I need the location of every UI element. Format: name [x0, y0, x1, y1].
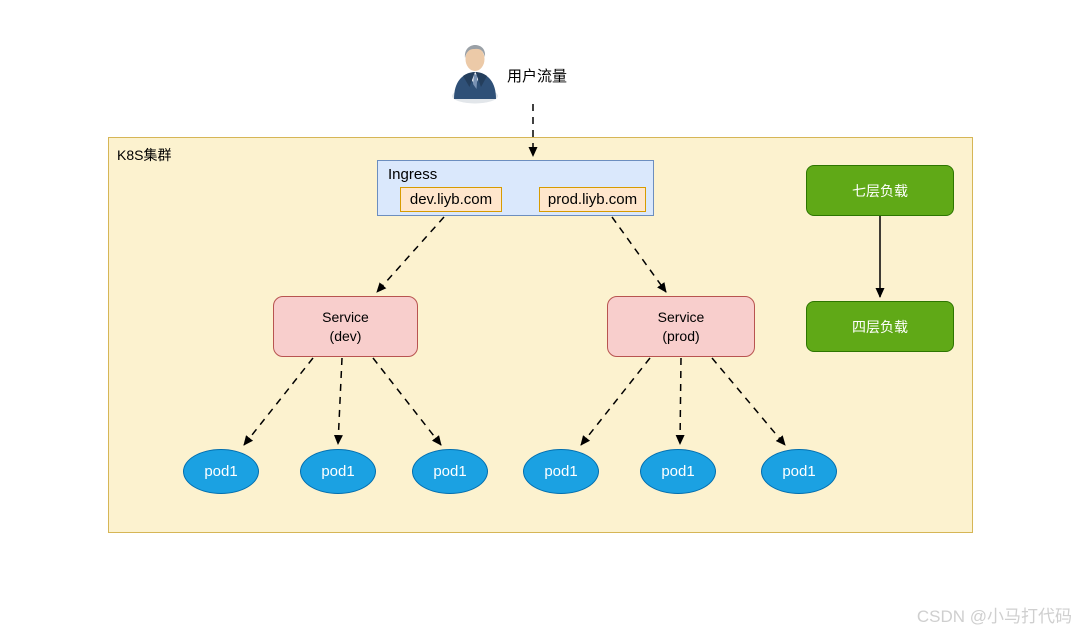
csdn-watermark: CSDN @小马打代码: [916, 607, 1072, 626]
ingress-title: Ingress: [388, 166, 438, 183]
k8s-cluster-label: K8S集群: [117, 147, 172, 163]
service-dev-env: (dev): [329, 327, 362, 344]
ingress-box: Ingress dev.liyb.com prod.liyb.com: [377, 160, 654, 216]
ingress-host-prod: prod.liyb.com: [539, 187, 646, 212]
pod-ellipse: pod1: [300, 449, 376, 494]
service-prod-env: (prod): [662, 327, 700, 344]
layer7-load-balancer-box: 七层负载: [806, 165, 954, 216]
service-dev-box: Service (dev): [273, 296, 418, 357]
ingress-host-dev: dev.liyb.com: [400, 187, 502, 212]
service-prod-name: Service: [657, 308, 705, 325]
pod-ellipse: pod1: [523, 449, 599, 494]
pod-ellipse: pod1: [183, 449, 259, 494]
pod-ellipse: pod1: [761, 449, 837, 494]
pod-ellipse: pod1: [412, 449, 488, 494]
service-dev-name: Service: [322, 308, 369, 325]
pod-ellipse: pod1: [640, 449, 716, 494]
service-prod-box: Service (prod): [607, 296, 755, 357]
user-traffic-label: 用户流量: [507, 68, 568, 85]
layer4-load-balancer-box: 四层负载: [806, 301, 954, 352]
user-person-icon: [450, 42, 502, 104]
